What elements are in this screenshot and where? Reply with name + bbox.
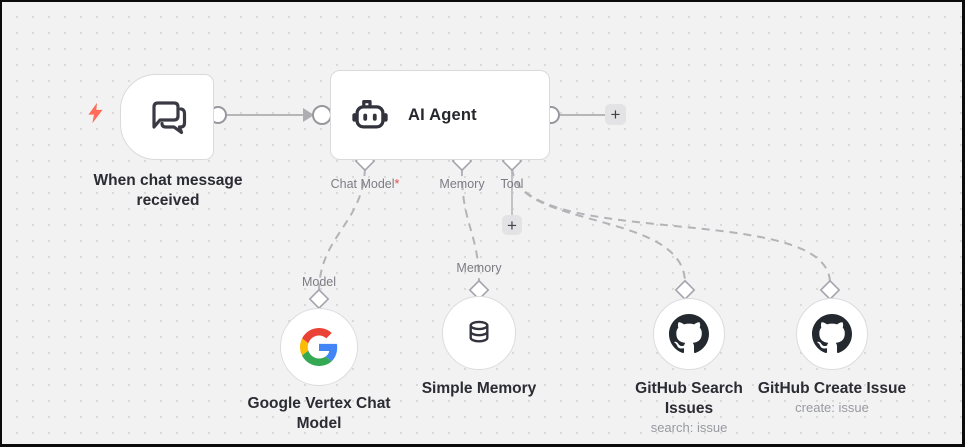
connection-memory-to-simplememory	[460, 167, 480, 284]
lightning-bolt-icon	[88, 102, 103, 124]
agent-input-port[interactable]	[312, 105, 332, 125]
agent-title: AI Agent	[408, 105, 477, 124]
node-simple-memory[interactable]	[442, 296, 516, 370]
trigger-node-label: When chat message received	[93, 172, 243, 209]
github-create-node-label: GitHub Create Issue	[757, 380, 907, 397]
chat-bubbles-icon	[152, 101, 187, 135]
add-tool-button[interactable]: +	[502, 215, 522, 235]
node-chat-trigger[interactable]	[120, 74, 214, 160]
add-node-button[interactable]: +	[605, 104, 626, 125]
node-github-search-issues[interactable]	[653, 298, 725, 370]
vertex-model-port[interactable]	[308, 288, 330, 310]
github-search-subtitle: search: issue	[650, 420, 728, 435]
github-icon	[812, 314, 852, 354]
robot-icon	[352, 100, 388, 129]
github-search-node-label: GitHub Search Issues	[635, 380, 743, 417]
simplememory-port-label: Memory	[456, 261, 502, 275]
agent-chatmodel-port-label: Chat Model*	[330, 177, 400, 191]
required-asterisk: *	[394, 177, 400, 191]
agent-memory-port-label: Memory	[439, 177, 485, 191]
connection-tool-to-github-create	[511, 167, 831, 284]
node-github-create-issue[interactable]	[796, 298, 868, 370]
github-create-port[interactable]	[819, 279, 841, 301]
node-google-vertex-chat-model[interactable]	[280, 308, 358, 386]
google-logo-icon	[300, 328, 338, 366]
github-icon	[669, 314, 709, 354]
node-ai-agent[interactable]: AI Agent	[330, 70, 550, 160]
connection-arrowhead-icon	[303, 108, 314, 122]
vertex-node-label: Google Vertex Chat Model	[247, 395, 391, 432]
vertex-model-port-label: Model	[301, 275, 337, 289]
connection-tool-to-github-search	[511, 167, 686, 284]
github-create-subtitle: create: issue	[795, 400, 869, 415]
connection-chatmodel-to-vertex	[318, 167, 366, 293]
agent-tool-port-label: Tool	[500, 177, 524, 191]
simplememory-node-label: Simple Memory	[421, 380, 537, 397]
simplememory-port[interactable]	[468, 279, 490, 301]
database-icon	[469, 320, 489, 343]
github-search-port[interactable]	[674, 279, 696, 301]
